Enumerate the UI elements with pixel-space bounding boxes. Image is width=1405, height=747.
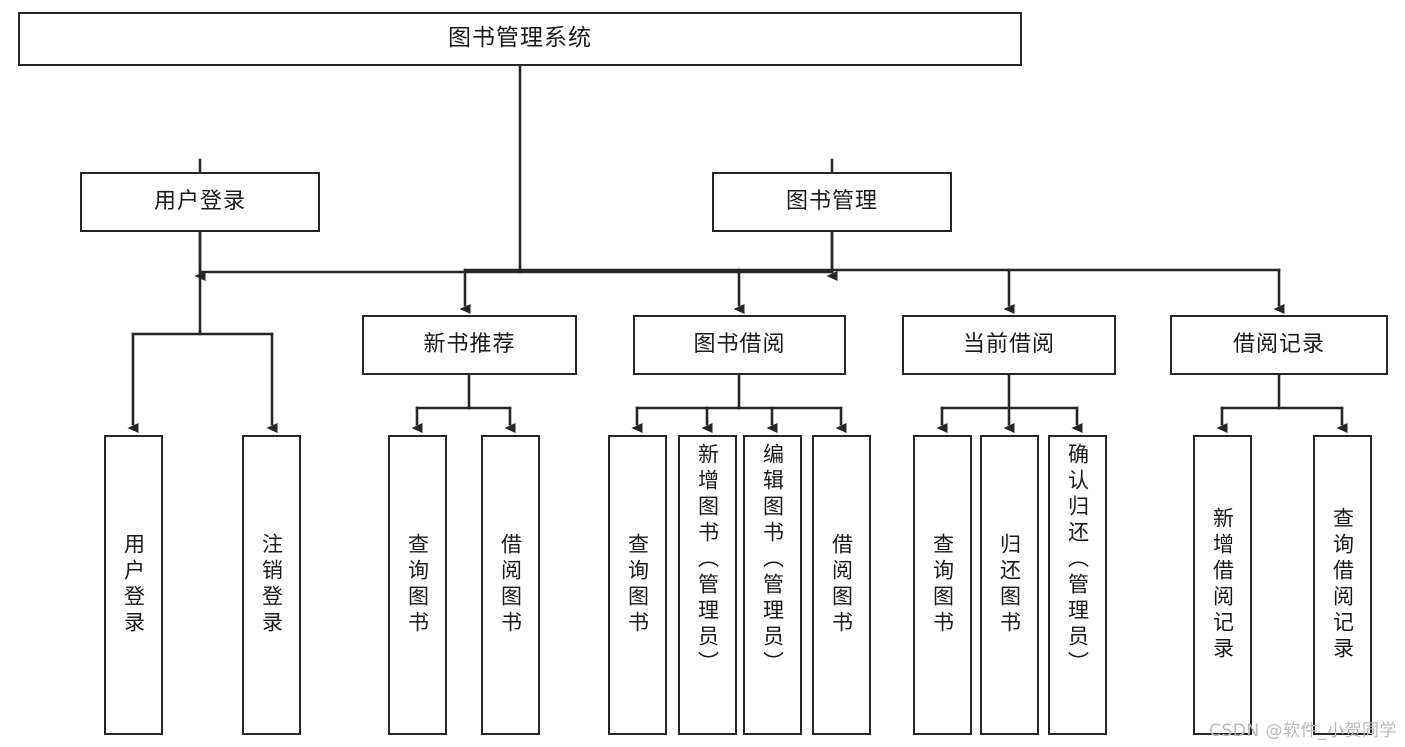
- leaf-label: 查询图书: [625, 533, 650, 637]
- node-label: 图书借阅: [693, 331, 786, 357]
- leaf-label: 确认归还（管理员）: [1065, 443, 1090, 677]
- leaf-label: 查询图书: [930, 533, 955, 637]
- watermark: CSDN @软件_小贺同学: [1209, 721, 1397, 741]
- leaf-label: 借阅图书: [829, 533, 854, 637]
- leaf-confirm-return-admin[interactable]: 确认归还（管理员）: [1048, 435, 1107, 735]
- leaf-edit-book-admin[interactable]: 编辑图书（管理员）: [743, 435, 802, 735]
- leaf-label: 新增借阅记录: [1210, 507, 1235, 663]
- node-book-borrow[interactable]: 图书借阅: [633, 315, 846, 375]
- leaf-logout[interactable]: 注销登录: [242, 435, 301, 735]
- leaf-add-book-admin[interactable]: 新增图书（管理员）: [678, 435, 737, 735]
- node-root-system[interactable]: 图书管理系统: [18, 12, 1022, 66]
- leaf-label: 借阅图书: [498, 533, 523, 637]
- leaf-query-book-borrow[interactable]: 查询图书: [608, 435, 667, 735]
- node-current-borrow[interactable]: 当前借阅: [902, 315, 1116, 375]
- leaf-label: 新增图书（管理员）: [695, 443, 720, 677]
- node-book-management[interactable]: 图书管理: [712, 172, 952, 232]
- node-new-book-recommend[interactable]: 新书推荐: [362, 315, 577, 375]
- leaf-query-book-current[interactable]: 查询图书: [913, 435, 972, 735]
- leaf-add-borrow-record[interactable]: 新增借阅记录: [1193, 435, 1252, 735]
- leaf-borrow-book[interactable]: 借阅图书: [812, 435, 871, 735]
- node-borrow-record[interactable]: 借阅记录: [1170, 315, 1388, 375]
- leaf-borrow-book-newbook[interactable]: 借阅图书: [481, 435, 540, 735]
- node-label: 图书管理系统: [448, 25, 592, 52]
- leaf-label: 注销登录: [259, 533, 284, 637]
- leaf-label: 用户登录: [121, 533, 146, 637]
- leaf-user-login[interactable]: 用户登录: [104, 435, 163, 735]
- node-label: 用户登录: [153, 188, 246, 214]
- node-user-login[interactable]: 用户登录: [80, 172, 320, 232]
- leaf-label: 编辑图书（管理员）: [760, 443, 785, 677]
- node-label: 图书管理: [785, 188, 878, 214]
- leaf-return-book[interactable]: 归还图书: [980, 435, 1039, 735]
- node-label: 当前借阅: [962, 331, 1055, 357]
- leaf-query-book-newbook[interactable]: 查询图书: [388, 435, 447, 735]
- leaf-label: 查询图书: [405, 533, 430, 637]
- leaf-label: 归还图书: [997, 533, 1022, 637]
- leaf-label: 查询借阅记录: [1330, 507, 1355, 663]
- node-label: 借阅记录: [1232, 331, 1325, 357]
- leaf-query-borrow-record[interactable]: 查询借阅记录: [1313, 435, 1372, 735]
- node-label: 新书推荐: [423, 331, 516, 357]
